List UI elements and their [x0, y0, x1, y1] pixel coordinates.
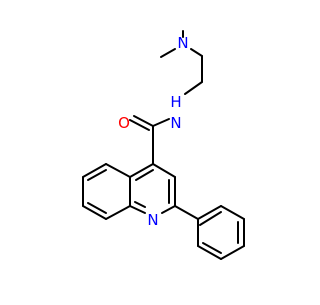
bond-benzo-2-inner	[87, 169, 107, 181]
bond-c4-c3	[152, 163, 176, 178]
bond-benzo-5	[105, 205, 131, 220]
bond-methyl-left	[160, 48, 176, 58]
molecule-structure: N O N H N	[82, 30, 245, 260]
atom-label-n-ring: N	[147, 211, 158, 229]
atom-label-n-amide: N	[170, 114, 181, 132]
bond-phenyl-1	[197, 205, 222, 220]
bond-carbonyl-o-a	[133, 115, 154, 127]
bond-c4a-c4-a	[129, 163, 154, 178]
bond-phenyl-1-inner	[199, 211, 222, 226]
bond-phenyl-4	[220, 245, 245, 260]
bond-c2-n1	[161, 205, 176, 214]
atom-label-n-amine: N	[177, 34, 188, 52]
bond-benzo-1	[105, 163, 131, 178]
bond-ch2-nh	[184, 81, 203, 95]
bond-phenyl-5-inner	[202, 242, 222, 254]
bond-c2-phenyl	[174, 205, 199, 220]
bond-phenyl-5	[197, 245, 222, 260]
bond-benzo-2	[82, 163, 107, 178]
bond-n1-c8a-a	[129, 205, 146, 214]
bond-benzo-4	[82, 205, 107, 220]
bond-phenyl-2	[220, 205, 245, 220]
bond-c4a-c4-b	[135, 169, 154, 181]
structure-canvas: N O N H N	[82, 30, 245, 260]
bond-n-ch2	[190, 48, 203, 57]
bond-n1-c8a-b	[134, 201, 146, 208]
bond-nh-carbonyl	[152, 118, 170, 127]
bond-benzo-4-inner	[87, 202, 107, 214]
bond-carbonyl-o-b	[129, 119, 150, 131]
atom-label-o-carbonyl: O	[118, 114, 130, 132]
atom-label-h-amide: H	[170, 93, 181, 111]
